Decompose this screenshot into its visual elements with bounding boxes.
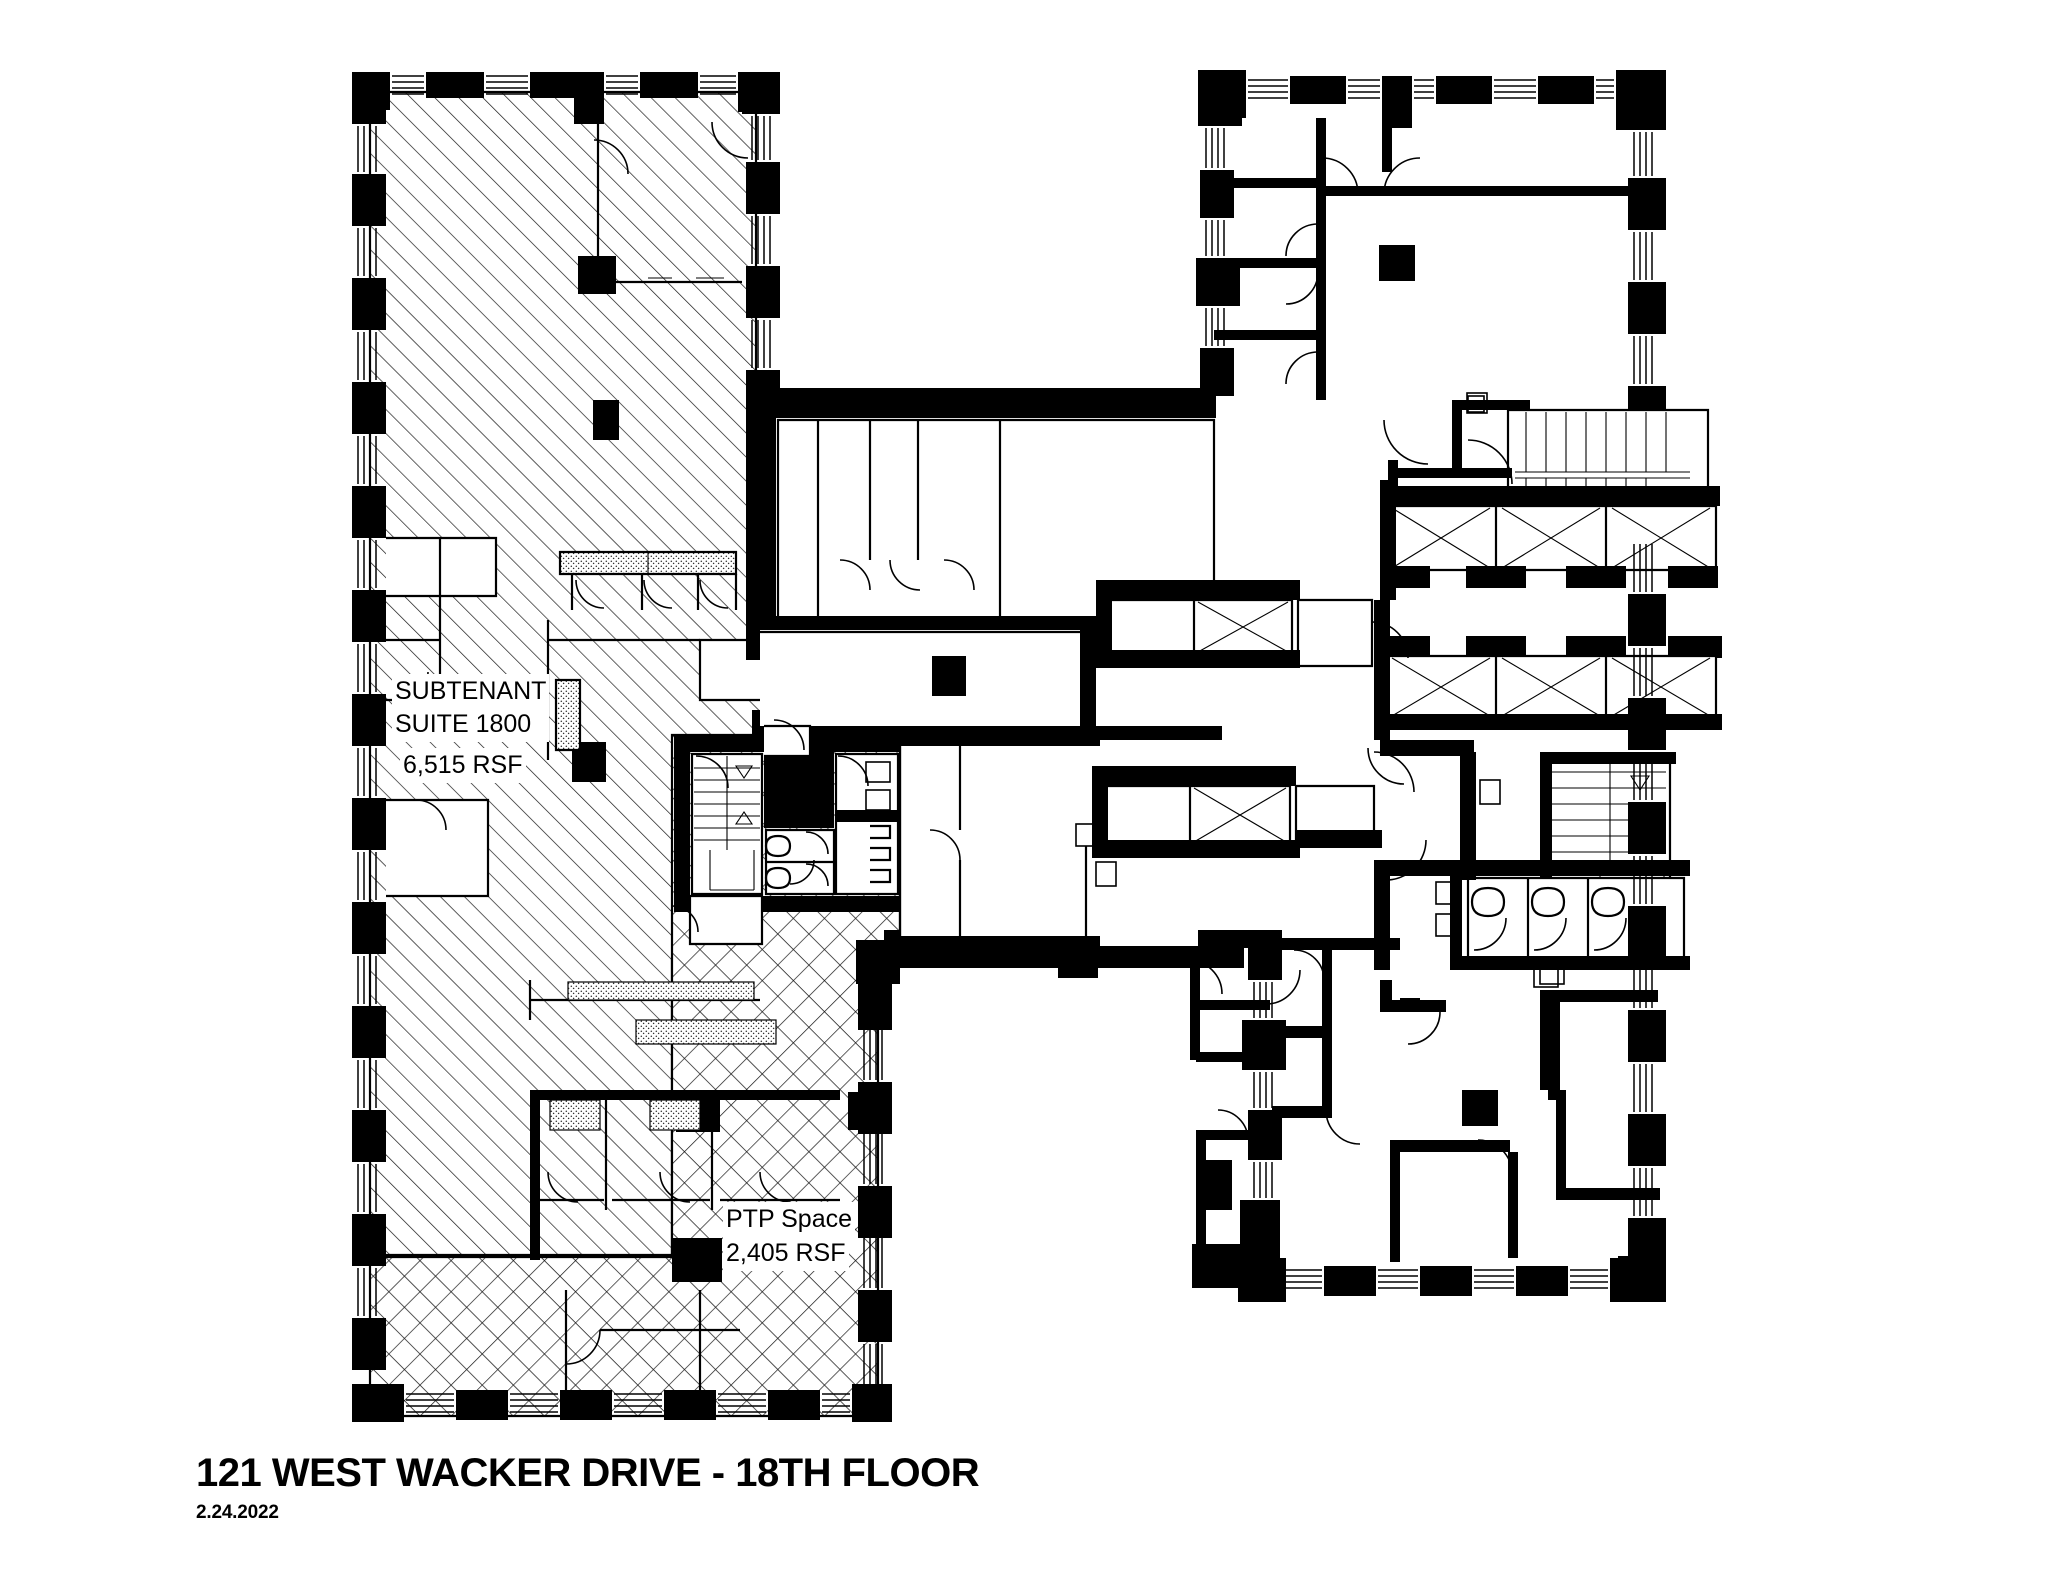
plan-title: 121 WEST WACKER DRIVE - 18TH FLOOR	[196, 1451, 980, 1495]
central-north-offices	[746, 380, 1194, 420]
ptp-space-name-label: PTP Space	[723, 1202, 856, 1237]
elevator-bank-upper	[1380, 486, 1720, 588]
ptp-interior	[528, 980, 840, 1416]
subtenant-line-2: SUITE 1800	[395, 710, 532, 738]
ptp-rsf-label: 2,405 RSF	[723, 1236, 849, 1271]
core-south-doors	[1187, 950, 1301, 1288]
subtenant-line-1: SUBTENANT	[395, 677, 547, 705]
southeast-offices	[1268, 938, 1660, 1262]
title-block: 121 WEST WACKER DRIVE - 18TH FLOOR 2.24.…	[196, 1452, 1396, 1524]
subtenant-partitions	[386, 98, 749, 898]
center-service-core	[671, 719, 900, 946]
connector-corridor	[898, 730, 1244, 966]
service-elevator-lower	[1092, 747, 1405, 887]
subtenant-suite-name-label: SUBTENANT SUITE 1800	[392, 674, 550, 742]
building-core	[1092, 392, 1722, 985]
plan-date: 2.24.2022	[196, 1502, 279, 1523]
elevator-bank-lower	[1380, 636, 1722, 730]
central-office-block	[746, 388, 1222, 750]
subtenant-rsf-label: 6,515 RSF	[400, 748, 526, 783]
northeast-wing	[1196, 70, 1666, 542]
service-elevator-upper	[1096, 580, 1409, 668]
